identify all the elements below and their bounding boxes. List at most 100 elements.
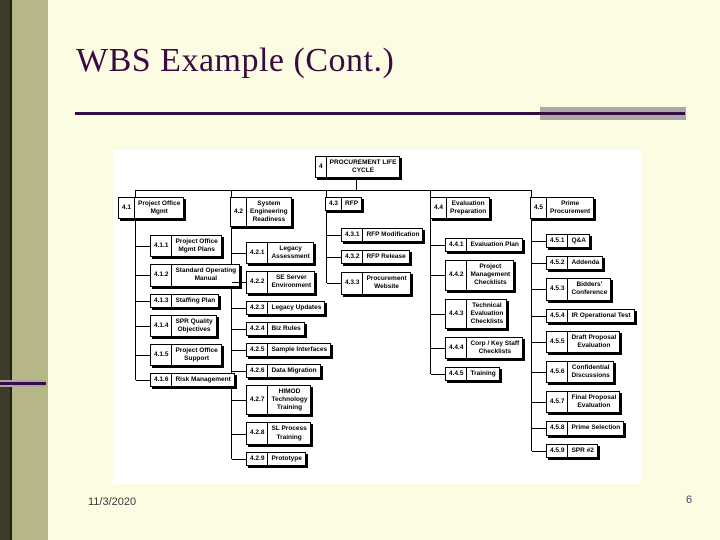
wbs-node-id: 4.5.4 <box>547 309 569 322</box>
wbs-node-id: 4.5.1 <box>547 235 569 248</box>
wbs-node-label: SL Process Training <box>271 425 307 441</box>
wbs-node-label: System Engineering Readiness <box>250 200 288 224</box>
wbs-node-label: PROCUREMENT LIFE CYCLE <box>329 159 397 175</box>
wbs-node-label: Data Migration <box>271 366 317 374</box>
connector-line <box>231 190 232 459</box>
wbs-node-id: 4.2.7 <box>247 386 269 415</box>
wbs-node-id: 4.2.9 <box>247 452 269 465</box>
wbs-node-id: 4.3 <box>326 198 343 211</box>
wbs-node-id: 4 <box>316 157 327 178</box>
wbs-node-label: RFP Release <box>366 253 406 261</box>
wbs-node-label: Prototype <box>271 454 302 462</box>
wbs-node-label: Addenda <box>571 259 600 267</box>
connector-line <box>326 190 327 283</box>
wbs-node-id: 4.1 <box>119 198 136 219</box>
wbs-node-id: 4.2.2 <box>247 272 269 293</box>
wbs-node-label: SE Server Environment <box>271 274 312 290</box>
wbs-node-label: Final Proposal Evaluation <box>571 394 617 410</box>
wbs-node-id: 4.5.7 <box>547 392 569 413</box>
wbs-node-label: Evaluation Preparation <box>450 200 487 216</box>
left-edge-dark-bar <box>0 0 10 540</box>
wbs-node-id: 4.2.4 <box>247 322 269 335</box>
wbs-node-label: RFP Modification <box>366 231 420 238</box>
wbs-node-id: 4.5.8 <box>547 422 569 435</box>
wbs-node-id: 4.3.2 <box>342 251 364 264</box>
connector-line <box>531 190 532 451</box>
connector-line <box>135 190 532 191</box>
wbs-node-label: SPR Quality Objectives <box>175 317 213 333</box>
wbs-node-id: 4.5.5 <box>547 331 569 352</box>
wbs-node-id: 4.4.5 <box>446 368 468 381</box>
wbs-node-label: Legacy Assessment <box>271 245 310 261</box>
wbs-node-id: 4.4.2 <box>446 261 468 290</box>
wbs-node-label: Prime Procurement <box>550 200 591 216</box>
wbs-node-id: 4.3.3 <box>342 273 364 294</box>
wbs-node-id: 4.2 <box>231 198 248 227</box>
wbs-node-id: 4.5 <box>531 198 548 219</box>
wbs-node-label: Training <box>470 370 496 378</box>
wbs-node-id: 4.2.1 <box>247 243 269 264</box>
wbs-node-label: RFP <box>345 200 359 207</box>
wbs-node-label: Risk Management <box>175 376 231 384</box>
page-number: 6 <box>686 494 693 506</box>
wbs-node-id: 4.5.3 <box>547 279 569 300</box>
wbs-node-id: 4.1.1 <box>151 236 173 257</box>
wbs-node-id: 4.1.6 <box>151 374 173 387</box>
page-title: WBS Example (Cont.) <box>76 42 395 79</box>
wbs-node-label: Technical Evaluation Checklists <box>470 301 504 325</box>
root-riser-line <box>356 176 357 190</box>
left-edge-line <box>10 0 12 540</box>
wbs-node-label: Q&A <box>571 237 586 244</box>
wbs-node-label: Legacy Updates <box>271 303 322 311</box>
wbs-node-id: 4.1.5 <box>151 344 173 366</box>
wbs-node-label: Standard Operating Manual <box>175 267 237 283</box>
connector-line <box>135 190 136 380</box>
wbs-node-id: 4.4.4 <box>446 337 468 359</box>
wbs-node-label: Evaluation Plan <box>470 241 519 248</box>
wbs-node-label: Project Management Checklists <box>470 263 511 287</box>
wbs-node-label: Prime Selection <box>571 424 621 432</box>
wbs-node-label: Procurement Website <box>366 275 407 291</box>
wbs-node-label: SPR #2 <box>571 446 594 454</box>
title-rule <box>75 112 685 115</box>
wbs-node-label: Draft Proposal Evaluation <box>571 333 617 349</box>
wbs-node-label: Staffing Plan <box>175 296 216 304</box>
wbs-root-node: 4 PROCUREMENT LIFE CYCLE <box>315 156 401 179</box>
wbs-node-id: 4.2.8 <box>247 423 269 444</box>
wbs-node-id: 4.4 <box>431 198 448 219</box>
left-accent-line <box>0 382 46 385</box>
wbs-node-label: Sample Interfaces <box>271 345 328 353</box>
left-olive-sidebar <box>12 0 48 540</box>
wbs-node-id: 4.1.3 <box>151 294 173 307</box>
wbs-node-id: 4.1.2 <box>151 265 173 286</box>
